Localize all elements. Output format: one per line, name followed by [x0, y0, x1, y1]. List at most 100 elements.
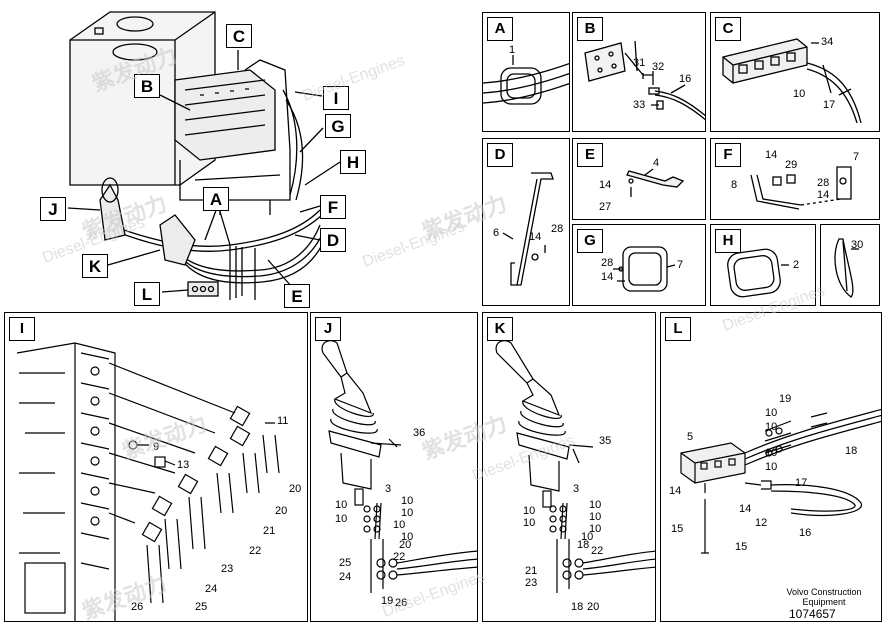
- label-24: 24: [339, 571, 352, 583]
- callout-c: C: [226, 24, 252, 48]
- label-10: 10: [589, 511, 602, 523]
- h-ring-illustration: [727, 248, 789, 298]
- callout-b: B: [134, 74, 160, 98]
- label-9: 9: [153, 441, 160, 453]
- label-27: 27: [599, 201, 612, 213]
- label-22: 22: [393, 551, 406, 563]
- callout-j: J: [40, 197, 66, 221]
- support-bar-illustration: [502, 172, 554, 286]
- document-number: 1074657: [789, 607, 836, 621]
- panel-b-tag: B: [577, 17, 603, 41]
- label-10: 10: [765, 461, 778, 473]
- label-20: 20: [587, 601, 600, 613]
- label-21: 21: [263, 525, 276, 537]
- label-12: 12: [755, 517, 768, 529]
- label-10: 10: [765, 421, 778, 433]
- label-26: 26: [131, 601, 144, 613]
- label-10: 10: [765, 447, 778, 459]
- callout-k: K: [82, 254, 108, 278]
- label-21: 21: [525, 565, 538, 577]
- label-10: 10: [581, 531, 594, 543]
- label-30: 30: [851, 239, 864, 251]
- clip-illustration: [626, 168, 685, 197]
- machine-overview-illustration: [67, 11, 341, 300]
- label-23: 23: [525, 577, 538, 589]
- g-clamp-illustration: [613, 246, 676, 292]
- manifold-illustration: [722, 38, 862, 124]
- label-15: 15: [735, 541, 748, 553]
- label-3: 3: [385, 483, 392, 495]
- label-14: 14: [765, 149, 778, 161]
- detail-panel-tie: 30: [820, 224, 880, 306]
- label-10: 10: [523, 505, 536, 517]
- label-14: 14: [529, 231, 542, 243]
- panel-i-tag: I: [9, 317, 35, 341]
- valve-hose-illustration: [16, 342, 280, 621]
- label-2: 2: [793, 259, 800, 271]
- label-18: 18: [577, 539, 590, 551]
- detail-panel-f: F 14 29 7 8 28 14: [710, 138, 880, 220]
- panel-c-tag: C: [715, 17, 741, 41]
- clamp-illustration: [483, 55, 569, 105]
- publisher-line-1: Volvo Construction: [786, 587, 862, 597]
- detail-panel-g: G 28 14 7: [572, 224, 706, 306]
- label-10: 10: [793, 88, 806, 100]
- label-32: 32: [652, 61, 665, 73]
- bracket-illustration: [584, 40, 705, 121]
- label-23: 23: [221, 563, 234, 575]
- label-14: 14: [601, 271, 614, 283]
- label-10: 10: [335, 513, 348, 525]
- label-16: 16: [799, 527, 812, 539]
- label-22: 22: [591, 545, 604, 557]
- label-7: 7: [853, 151, 860, 163]
- detail-panel-i: I: [4, 312, 308, 622]
- callout-e: E: [284, 284, 310, 308]
- label-28: 28: [551, 223, 564, 235]
- label-28: 28: [601, 257, 614, 269]
- label-33: 33: [633, 99, 646, 111]
- label-34: 34: [821, 36, 834, 48]
- label-8: 8: [731, 179, 738, 191]
- callout-f: F: [320, 195, 346, 219]
- right-joystick-illustration: [495, 340, 655, 593]
- label-10: 10: [401, 495, 414, 507]
- label-11: 11: [277, 415, 289, 427]
- detail-panel-l: L 5 19 10 10 18 10 10 14 14: [660, 312, 882, 622]
- panel-k-tag: K: [487, 317, 513, 341]
- label-16: 16: [679, 73, 692, 85]
- callout-h: H: [340, 150, 366, 174]
- label-19: 19: [779, 393, 792, 405]
- bracket-assembly-illustration: [750, 166, 852, 210]
- detail-panel-e: E 4 14 27: [572, 138, 706, 220]
- label-18: 18: [571, 601, 584, 613]
- detail-panel-h: H 2: [710, 224, 816, 306]
- label-35: 35: [599, 435, 612, 447]
- callout-d: D: [320, 228, 346, 252]
- detail-panel-j: J 36 3 10 10 10 10 10: [310, 312, 478, 622]
- callout-l: L: [134, 282, 160, 306]
- panel-h-tag: H: [715, 229, 741, 253]
- label-5: 5: [687, 431, 694, 443]
- callout-i: I: [323, 86, 349, 110]
- label-36: 36: [413, 427, 426, 439]
- detail-panel-a: A 1: [482, 12, 570, 132]
- label-25: 25: [339, 557, 352, 569]
- label-10: 10: [401, 531, 414, 543]
- panel-a-tag: A: [487, 17, 513, 41]
- label-10: 10: [523, 517, 536, 529]
- label-1: 1: [509, 44, 516, 56]
- label-13: 13: [177, 459, 190, 471]
- label-10: 10: [589, 523, 602, 535]
- label-18: 18: [845, 445, 858, 457]
- detail-panel-c: C 34 10 17: [710, 12, 880, 132]
- label-7: 7: [677, 259, 684, 271]
- label-26: 26: [395, 597, 408, 609]
- label-31: 31: [633, 57, 646, 69]
- label-20: 20: [275, 505, 288, 517]
- label-4: 4: [653, 157, 660, 169]
- label-10: 10: [335, 499, 348, 511]
- label-22: 22: [249, 545, 262, 557]
- label-24: 24: [205, 583, 218, 595]
- detail-panel-b: B 31 32 16 33: [572, 12, 706, 132]
